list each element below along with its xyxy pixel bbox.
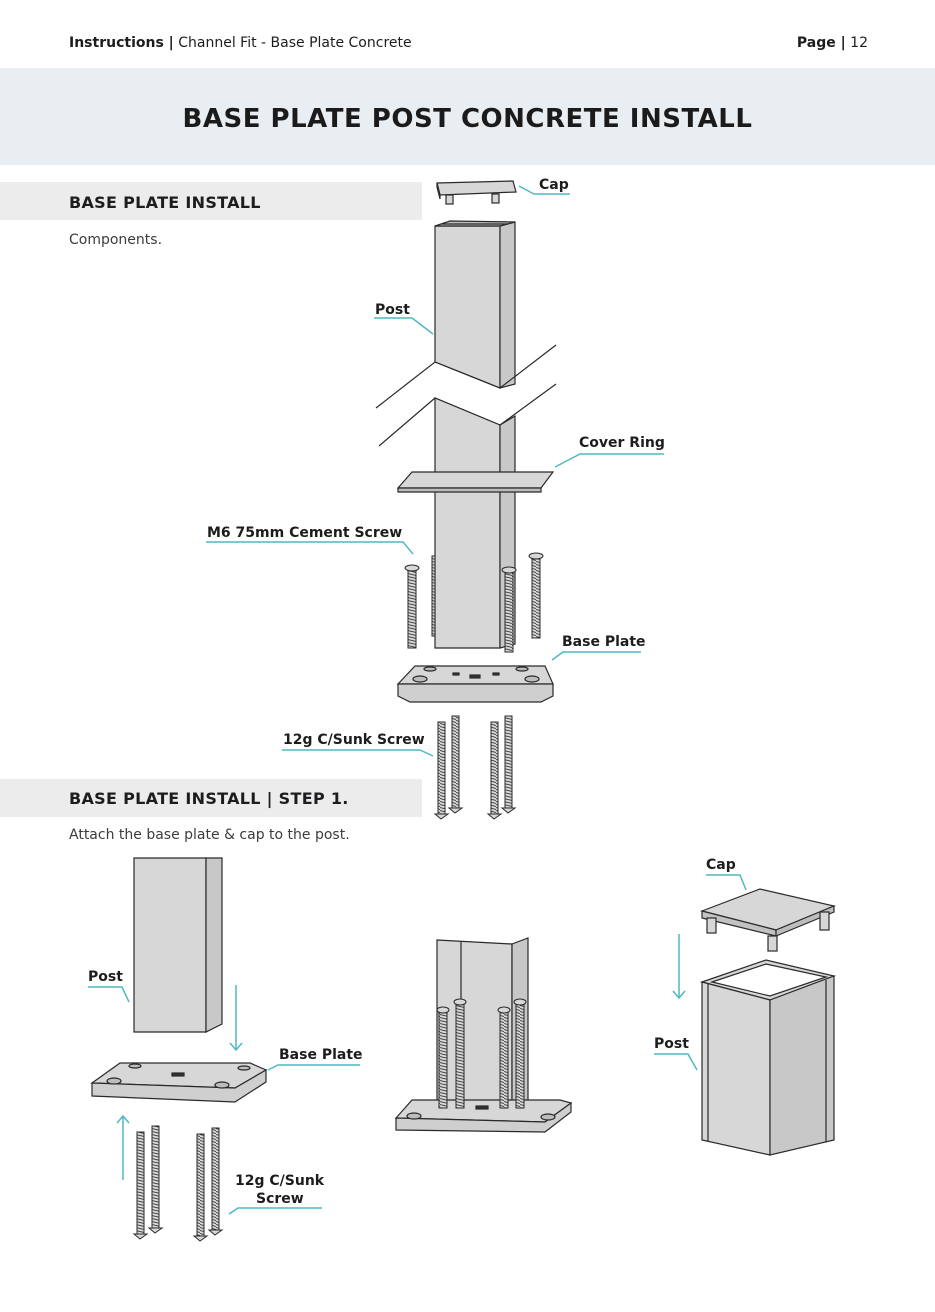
label-step1-sunk-screw-line2: Screw bbox=[256, 1191, 304, 1207]
cap-part bbox=[436, 180, 517, 205]
post-lower-part bbox=[434, 397, 516, 649]
assembled-plate bbox=[394, 1099, 573, 1133]
step1-base-plate-part bbox=[90, 1062, 268, 1103]
title-band bbox=[0, 68, 935, 165]
leader-lines-top bbox=[206, 185, 664, 757]
step1-cap-part bbox=[700, 888, 836, 952]
step1-post-part bbox=[133, 857, 223, 1033]
label-sunk-screw: 12g C/Sunk Screw bbox=[283, 732, 425, 748]
step1-right-arrow bbox=[672, 934, 686, 1000]
header-doc-name: Channel Fit - Base Plate Concrete bbox=[178, 35, 412, 51]
section2-description: Attach the base plate & cap to the post. bbox=[69, 827, 350, 843]
section2-title: BASE PLATE INSTALL | STEP 1. bbox=[69, 789, 349, 808]
label-step1-post: Post bbox=[88, 969, 123, 985]
sunk-screws-top bbox=[433, 715, 517, 820]
header-page-number: Page | 12 bbox=[797, 35, 868, 51]
label-cement-screw: M6 75mm Cement Screw bbox=[207, 525, 403, 541]
assembled-screws bbox=[436, 998, 527, 1109]
label-step1-sunk-screw-line1: 12g C/Sunk bbox=[235, 1173, 325, 1189]
label-cover-ring: Cover Ring bbox=[579, 435, 665, 451]
step1-arrows bbox=[116, 985, 243, 1180]
label-base-plate: Base Plate bbox=[562, 634, 646, 650]
label-step1-post-right: Post bbox=[654, 1036, 689, 1052]
label-step1-cap: Cap bbox=[706, 857, 736, 873]
header-label-instructions: Instructions | bbox=[69, 35, 174, 51]
header-doc-title: Instructions | Channel Fit - Base Plate … bbox=[69, 35, 412, 51]
label-cap: Cap bbox=[539, 177, 569, 193]
cement-screws bbox=[404, 552, 544, 653]
cover-ring-part bbox=[396, 471, 555, 493]
page-number: 12 bbox=[850, 35, 868, 51]
step1-right-leader-lines bbox=[654, 874, 747, 1071]
base-plate-part bbox=[396, 665, 554, 703]
section1-band bbox=[0, 182, 422, 220]
label-step1-base-plate: Base Plate bbox=[279, 1047, 363, 1063]
section1-description: Components. bbox=[69, 232, 163, 248]
assembled-post bbox=[436, 937, 529, 1111]
step1-screws bbox=[132, 1125, 224, 1242]
step1-post-right bbox=[699, 959, 837, 1156]
label-post: Post bbox=[375, 302, 410, 318]
section2-band bbox=[0, 779, 422, 817]
section1-title: BASE PLATE INSTALL bbox=[69, 193, 261, 212]
step1-leader-lines bbox=[88, 986, 360, 1215]
post-top-part bbox=[434, 220, 516, 389]
header-label-page: Page | bbox=[796, 35, 846, 51]
page-title: BASE PLATE POST CONCRETE INSTALL bbox=[182, 104, 753, 134]
